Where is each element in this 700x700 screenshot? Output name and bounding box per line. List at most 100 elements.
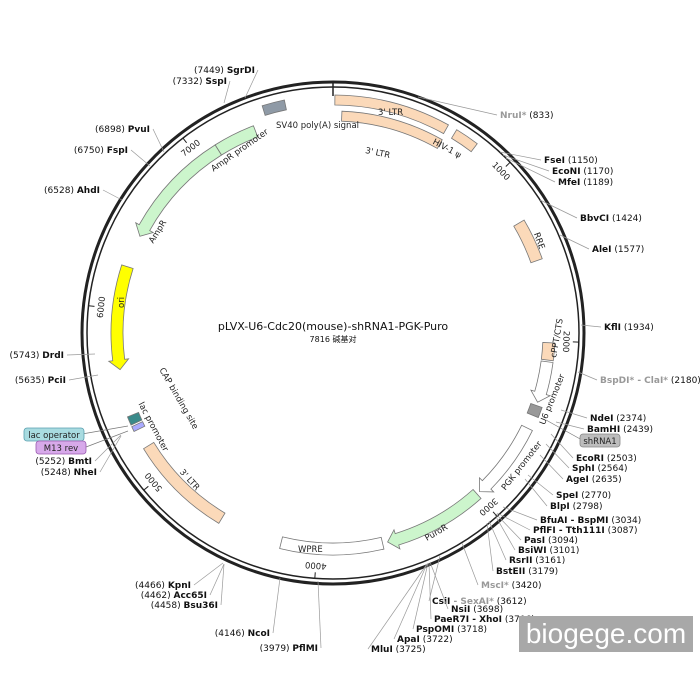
site-leader-line [545,443,570,469]
site-msci-: MscI* (3420) [461,542,542,591]
feature-puror-8 [387,488,482,550]
site-alei: AleI (1577) [559,234,644,255]
site-nrui-: NruI* (833) [417,96,554,121]
site-sspi: (7332) SspI [173,77,231,104]
callout-m13-rev-label: M13 rev [44,444,78,454]
tick-mark-1000 [505,161,511,167]
site-label: (5743) DrdI [10,351,65,361]
sites-layer: NruI* (833) FseI (1150)EcoNI (1170)MfeI (… [10,66,700,655]
site-leader-line [486,522,494,572]
site-kfli: KflI (1934) [580,323,654,333]
site-leader-line [220,563,225,606]
site-label: KflI (1934) [604,323,654,333]
site-leader-line [577,371,598,381]
site-leader-line [393,563,428,640]
site-label: (7332) SspI [173,77,227,87]
site-bsu36i: (4458) Bsu36I [151,563,225,611]
site-bsiwi: BsiWI (3101) [494,514,579,556]
site-ndei: NdeI (2374) [560,409,646,424]
site-ncoi: (4146) NcoI [215,577,281,639]
site-label: (4466) KpnI [135,581,191,591]
site-label: (6750) FspI [74,146,128,156]
site-leader-line [488,520,507,561]
features-layer [107,94,556,556]
callout-lac-operator-label: lac operator [28,431,80,441]
site-mlui: MluI (3725) [367,563,428,655]
site-blpi: BlpI (2798) [524,478,603,512]
callout-lac-operator: lac operator [23,425,129,442]
site-leader-line [580,324,602,328]
site-acc65i: (4462) Acc65I [141,563,225,601]
site-leader-line [209,563,225,596]
site-label: (6898) PvuI [95,125,150,135]
site-leader-line [244,69,259,99]
site-label: BbvCI (1424) [580,214,642,224]
site-ecori: EcoRI (2503) [550,433,637,464]
site-leader-line [495,513,522,541]
site-label: (6528) AhdI [44,186,100,196]
site-label: (4462) Acc65I [141,591,207,601]
feature-label-cap: CAP binding site [156,366,199,431]
site-leader-line [412,562,429,630]
plasmid-name: pLVX-U6-Cdc20(mouse)-shRNA1-PGK-Puro [218,320,449,333]
site-label: AgeI (2635) [566,475,622,485]
site-agei: AgeI (2635) [539,454,622,485]
site-ahdi: (6528) AhdI [44,186,123,201]
site-label: CsiI - SexAI* (3612) [432,597,527,607]
feature-label-wpre: WPRE [298,545,323,555]
site-leader-line [66,353,96,356]
site-label: PspOMI (3718) [416,625,487,635]
site-label: BamHI (2439) [587,425,653,435]
site-label: PflFI - Tth111I (3087) [533,526,638,536]
site-rsrii: RsrII (3161) [488,520,565,566]
site-drdi: (5743) DrdI [10,351,96,361]
site-label: BfuAI - BspMI (3034) [540,516,641,526]
feature-hiv-1--2 [450,129,478,153]
site-leader-line [539,199,578,219]
site-label: RsrII (3161) [509,556,565,566]
site-paer7i-xhoi: PaeR7I - XhoI (3706) [428,562,535,625]
site-pspomi: PspOMI (3718) [412,562,487,635]
site-label: (3979) PflMI [260,644,318,654]
site-label: (4458) Bsu36I [151,601,218,611]
site-label: SphI (2564) [572,464,627,474]
site-leader-line [461,542,479,586]
site-leader-line [502,154,550,172]
site-fsei: FseI (1150) [499,151,598,166]
site-mfei: MfeI (1189) [505,157,613,188]
site-leader-line [555,421,585,430]
site-label: BspDI* - ClaI* (2180) [600,376,700,386]
site-nsii: NsiI (3698) [429,561,503,615]
site-label: MfeI (1189) [558,178,613,188]
feature-label-ori: ori [117,297,127,308]
feature-shrna1-6 [526,403,543,419]
site-label: NruI* (833) [500,111,554,121]
site-label: MscI* (3420) [481,581,542,591]
tick-mark-3000 [492,511,498,517]
site-spei: SpeI (2770) [527,474,611,501]
site-nhei: (5248) NheI [41,435,122,478]
watermark: biogege.com [519,616,693,652]
callout-shrna1: shRNA1 [545,419,621,448]
feature-ampr-14 [135,144,223,237]
site-pvui: (6898) PvuI [95,125,165,153]
site-econi: EcoNI (1170) [502,154,613,177]
site-label: ApaI (3722) [397,635,453,645]
feature-wpre-9 [279,536,385,556]
feature-3-ltr-10 [142,441,226,524]
feature-cap-binding-site-12 [126,411,143,426]
site-pflfi-tth111i: PflFI - Tth111I (3087) [496,512,638,536]
site-leader-line [99,435,122,473]
site-leader-line [524,478,548,507]
site-leader-line [68,374,99,381]
tick-label-6000: 6000 [96,296,108,319]
site-label: SpeI (2770) [556,491,611,501]
site-leader-line [539,454,564,480]
site-bspdi-clai-: BspDI* - ClaI* (2180) [577,371,700,386]
site-label: BlpI (2798) [550,502,603,512]
site-pflmi: (3979) PflMI [260,580,322,654]
site-leader-line [550,433,574,459]
site-leader-line [367,563,428,650]
site-label: AleI (1577) [592,245,644,255]
site-label: NsiI (3698) [451,605,503,615]
